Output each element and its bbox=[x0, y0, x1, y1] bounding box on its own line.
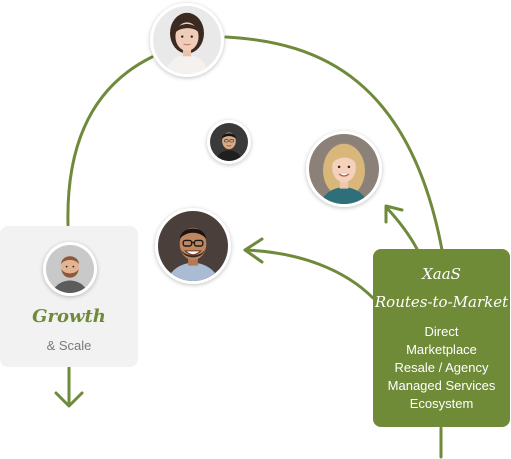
woman-dark-hair-avatar bbox=[150, 3, 224, 77]
woman-dark-hair-portrait-icon bbox=[153, 6, 221, 74]
routes-item-direct: Direct bbox=[424, 324, 459, 339]
man-small-avatar bbox=[207, 120, 251, 164]
routes-to-market-card: XaaS Routes-to-Market Direct Marketplace… bbox=[373, 249, 510, 427]
growth-title: Growth bbox=[32, 306, 106, 327]
routes-item-managed-services: Managed Services bbox=[387, 378, 496, 393]
arrowhead-blond bbox=[384, 204, 404, 224]
routes-item-marketplace: Marketplace bbox=[406, 342, 477, 357]
man-smiling-glasses-avatar bbox=[155, 208, 231, 284]
right-arc-connector bbox=[224, 35, 444, 252]
arrow-to-blond-avatar bbox=[384, 205, 419, 251]
left-arc-connector bbox=[66, 55, 154, 227]
arrow-to-smiling-avatar bbox=[243, 248, 375, 300]
man-beard-portrait-icon bbox=[46, 245, 94, 293]
arrowhead-growth-down bbox=[54, 391, 84, 408]
arrowhead-smiling bbox=[243, 237, 264, 264]
man-beard-avatar bbox=[43, 242, 97, 296]
routes-item-resale: Resale / Agency bbox=[394, 360, 489, 375]
woman-blond-avatar bbox=[306, 131, 382, 207]
growth-subtitle: & Scale bbox=[46, 338, 92, 353]
routes-title-line2: Routes-to-Market bbox=[374, 293, 509, 311]
man-smiling-portrait-icon bbox=[158, 211, 228, 281]
routes-title-line1: XaaS bbox=[422, 265, 461, 283]
routes-list: Direct Marketplace Resale / Agency Manag… bbox=[373, 323, 510, 413]
routes-item-ecosystem: Ecosystem bbox=[409, 396, 474, 411]
man-small-portrait-icon bbox=[210, 123, 248, 161]
woman-blond-portrait-icon bbox=[309, 134, 379, 204]
